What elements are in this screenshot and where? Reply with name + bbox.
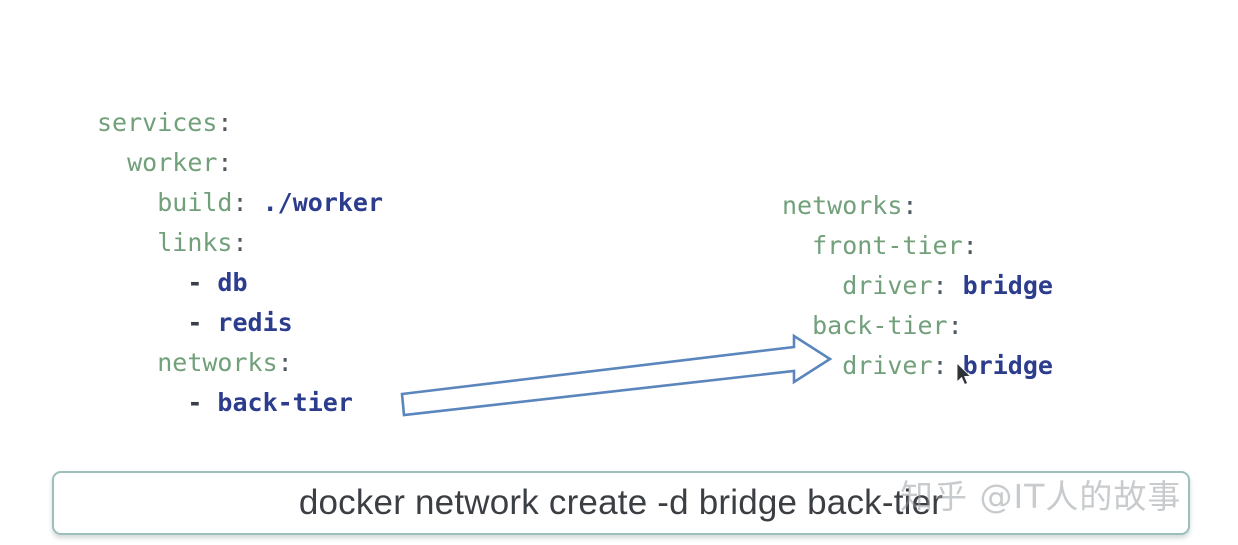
yaml-indent bbox=[782, 311, 812, 340]
mouse-pointer-icon bbox=[956, 362, 972, 386]
yaml-line: - back-tier bbox=[97, 383, 383, 423]
yaml-key: front-tier bbox=[812, 231, 963, 260]
yaml-block-networks: networks: front-tier: driver: bridge bac… bbox=[782, 186, 1053, 386]
yaml-line: driver: bridge bbox=[782, 346, 1053, 386]
yaml-indent bbox=[782, 271, 842, 300]
yaml-space bbox=[948, 271, 963, 300]
yaml-list-value: back-tier bbox=[217, 388, 353, 417]
yaml-key: driver bbox=[842, 271, 933, 300]
yaml-colon: : bbox=[947, 311, 963, 340]
yaml-line: links: bbox=[97, 223, 383, 263]
yaml-key: driver bbox=[842, 351, 933, 380]
yaml-line: - redis bbox=[97, 303, 383, 343]
yaml-colon: : bbox=[217, 108, 233, 137]
yaml-colon: : bbox=[232, 188, 248, 217]
yaml-key: networks bbox=[782, 191, 903, 220]
yaml-indent bbox=[782, 351, 842, 380]
yaml-key: networks bbox=[157, 348, 278, 377]
yaml-key: services bbox=[97, 108, 218, 137]
yaml-key: back-tier bbox=[812, 311, 948, 340]
yaml-line: networks: bbox=[97, 343, 383, 383]
yaml-line: front-tier: bbox=[782, 226, 1053, 266]
yaml-indent bbox=[97, 388, 187, 417]
yaml-line: worker: bbox=[97, 143, 383, 183]
yaml-line: networks: bbox=[782, 186, 1053, 226]
yaml-key: build bbox=[157, 188, 233, 217]
yaml-line: driver: bridge bbox=[782, 266, 1053, 306]
yaml-indent bbox=[97, 348, 157, 377]
yaml-indent bbox=[782, 231, 812, 260]
yaml-space bbox=[248, 188, 263, 217]
yaml-block-services: services: worker: build: ./worker links:… bbox=[97, 103, 383, 423]
yaml-value: ./worker bbox=[262, 188, 384, 217]
yaml-key: worker bbox=[127, 148, 218, 177]
yaml-list-value: redis bbox=[217, 308, 293, 337]
yaml-colon: : bbox=[232, 228, 248, 257]
yaml-line: - db bbox=[97, 263, 383, 303]
command-callout-box[interactable]: docker network create -d bridge back-tie… bbox=[52, 471, 1190, 535]
yaml-key: links bbox=[157, 228, 233, 257]
block-arrow-icon bbox=[400, 333, 833, 417]
yaml-colon: : bbox=[277, 348, 293, 377]
yaml-list-dash: - bbox=[187, 388, 218, 417]
yaml-indent bbox=[97, 268, 187, 297]
yaml-list-dash: - bbox=[187, 308, 218, 337]
yaml-indent bbox=[97, 228, 157, 257]
yaml-colon: : bbox=[932, 351, 948, 380]
yaml-colon: : bbox=[932, 271, 948, 300]
yaml-indent bbox=[97, 188, 157, 217]
yaml-colon: : bbox=[217, 148, 233, 177]
yaml-line: build: ./worker bbox=[97, 183, 383, 223]
yaml-value: bridge bbox=[962, 351, 1053, 380]
yaml-line: back-tier: bbox=[782, 306, 1053, 346]
yaml-colon: : bbox=[902, 191, 918, 220]
yaml-colon: : bbox=[962, 231, 978, 260]
yaml-indent bbox=[97, 148, 127, 177]
yaml-indent bbox=[97, 308, 187, 337]
yaml-list-dash: - bbox=[187, 268, 218, 297]
yaml-line: services: bbox=[97, 103, 383, 143]
yaml-value: bridge bbox=[962, 271, 1053, 300]
yaml-list-value: db bbox=[217, 268, 248, 297]
docker-command-text: docker network create -d bridge back-tie… bbox=[298, 483, 944, 522]
